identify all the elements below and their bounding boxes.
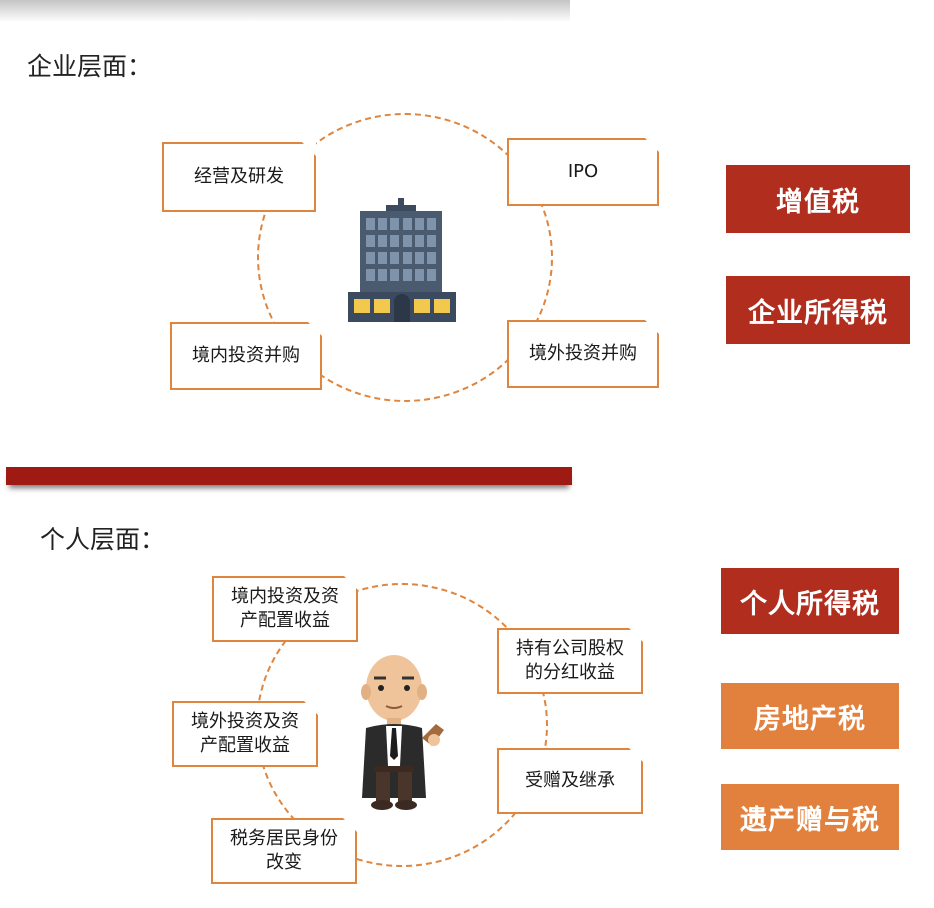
personal-item-domestic-assets: 境内投资及资 产配置收益 <box>212 576 358 642</box>
tax-estate-gift-badge: 遗产赠与税 <box>721 784 899 850</box>
corporate-item-label: IPO <box>568 160 598 184</box>
personal-section-title: 个人层面： <box>40 520 165 556</box>
office-building-icon <box>348 198 458 322</box>
corporate-section-title: 企业层面： <box>27 47 152 83</box>
corporate-item-ipo: IPO <box>507 138 659 206</box>
personal-item-gift-inheritance: 受赠及继承 <box>497 748 643 814</box>
corporate-item-operations: 经营及研发 <box>162 142 316 212</box>
tax-property-badge: 房地产税 <box>721 683 899 749</box>
corporate-item-overseas-ma: 境外投资并购 <box>507 320 659 388</box>
businessman-icon <box>352 648 452 812</box>
personal-item-tax-residency: 税务居民身份 改变 <box>211 818 357 884</box>
tax-corporate-income-badge: 企业所得税 <box>726 276 910 344</box>
corporate-item-label: 境外投资并购 <box>529 342 637 366</box>
personal-item-overseas-assets: 境外投资及资 产配置收益 <box>172 701 318 767</box>
corporate-item-label: 经营及研发 <box>194 165 284 189</box>
corporate-item-domestic-ma: 境内投资并购 <box>170 322 322 390</box>
personal-item-equity-dividends: 持有公司股权 的分红收益 <box>497 628 643 694</box>
corporate-item-label: 境内投资并购 <box>192 344 300 368</box>
section-divider-bar <box>6 467 572 485</box>
tax-personal-income-badge: 个人所得税 <box>721 568 899 634</box>
tax-vat-badge: 增值税 <box>726 165 910 233</box>
top-shadow-divider <box>0 0 570 22</box>
